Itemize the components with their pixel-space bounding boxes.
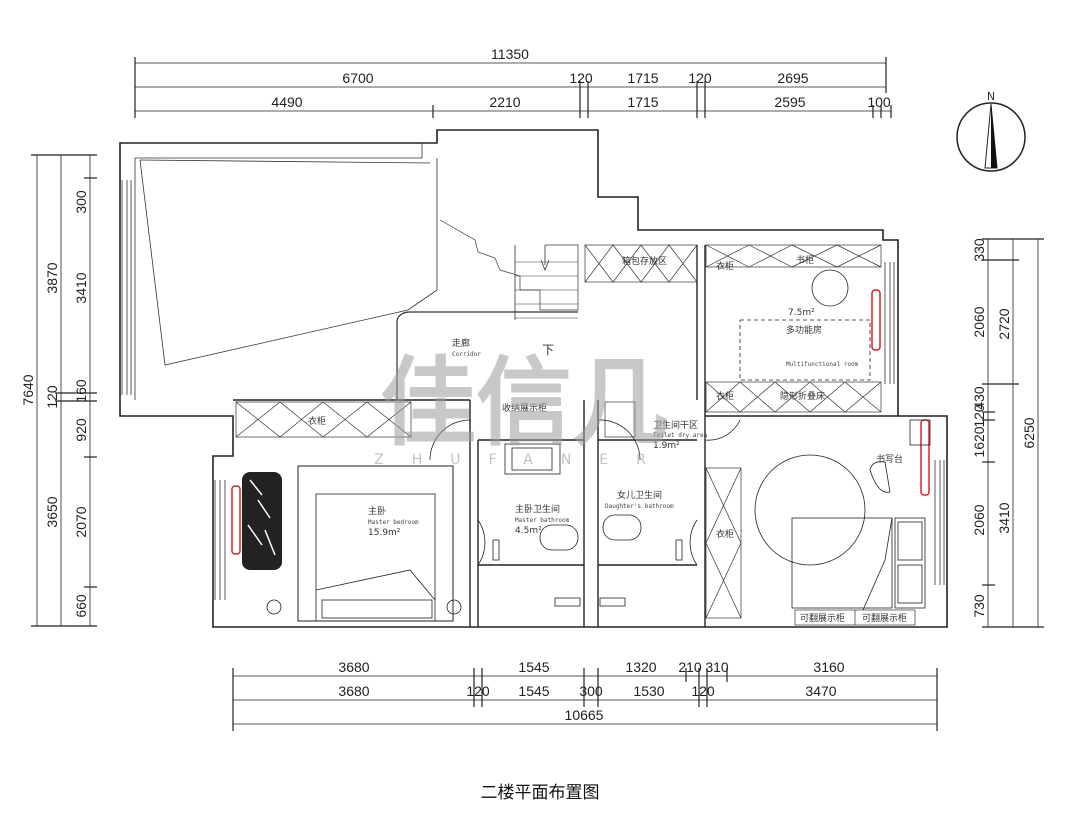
- bottom-dim-row1-a: 3680: [338, 659, 369, 675]
- label-hidden-bed: 隐形折叠床: [780, 390, 825, 402]
- top-dim-row3-b: 2210: [489, 94, 520, 110]
- top-dim-row3-c: 1715: [627, 94, 658, 110]
- label-corridor: 走廊: [452, 337, 470, 349]
- top-dim-row2-a: 6700: [342, 70, 373, 86]
- bottom-dim-row2-g: 3470: [805, 683, 836, 699]
- bottom-dim-row2-d: 300: [579, 683, 603, 699]
- label-toilet-dry: 卫生间干区: [653, 419, 698, 431]
- bottom-dim-row1-f: 3160: [813, 659, 844, 675]
- bottom-dim-row1-c: 1320: [625, 659, 656, 675]
- top-dim-overall: 11350: [491, 46, 529, 62]
- bottom-dim-row2-e: 1530: [633, 683, 664, 699]
- label-multifunction-area: 7.5m²: [788, 308, 815, 318]
- compass-north-label: N: [987, 90, 995, 103]
- right-dim-row3-c: 430: [971, 386, 987, 410]
- left-dim-overall: 7640: [20, 374, 36, 405]
- label-wardrobe-top: 衣柜: [716, 260, 734, 272]
- label-master-bathroom-en: Master bathroom: [515, 517, 570, 524]
- top-dim-row2-b: 120: [569, 70, 593, 86]
- bottom-dim-row1-d: 210: [678, 659, 702, 675]
- label-multifunction-en: Multifunctional room: [786, 361, 859, 368]
- watermark-logo-text: 佳信几: [380, 347, 668, 459]
- multifunction-furniture: [429, 269, 931, 611]
- label-wardrobe-mid: 衣柜: [716, 390, 734, 402]
- label-corridor-en: Corridor: [452, 351, 481, 358]
- bottom-dim-overall: 10665: [565, 707, 604, 723]
- label-daughter-bathroom: 女儿卫生间: [617, 489, 662, 501]
- drawing-title: 二楼平面布置图: [480, 783, 600, 803]
- label-toilet-dry-area: 1.9m²: [653, 441, 680, 451]
- top-dim-row2-e: 2695: [777, 70, 808, 86]
- top-dim-row3-e: 100: [867, 94, 891, 110]
- label-down-arrow: 下: [542, 343, 554, 357]
- label-master-bedroom-en: Master bedroom: [368, 519, 419, 526]
- left-dim-row3-f: 660: [73, 594, 89, 618]
- left-dim-row3-c: 160: [73, 379, 89, 403]
- right-dim-row3-a: 330: [971, 238, 987, 262]
- bottom-dim-row2-c: 1545: [518, 683, 549, 699]
- bathroom-fixtures: [477, 443, 698, 607]
- void-opening: [139, 158, 438, 366]
- left-dim-row2-a: 3870: [44, 262, 60, 293]
- label-wardrobe-right: 衣柜: [716, 528, 734, 540]
- cabinetry: [235, 244, 916, 626]
- label-master-bathroom: 主卧卫生间: [515, 503, 560, 515]
- staircase: [396, 219, 579, 400]
- bottom-dim-row1-e: 310: [705, 659, 729, 675]
- label-bag-storage: 箱包存放区: [622, 255, 667, 267]
- right-dim-row3-d: 120: [971, 404, 987, 428]
- right-dim-row3-b: 2060: [971, 306, 987, 337]
- bottom-dim-row1-b: 1545: [518, 659, 549, 675]
- bottom-dimensions: [232, 668, 938, 731]
- left-dim-row2-c: 3650: [44, 496, 60, 527]
- top-dimensions: [134, 57, 892, 118]
- left-dim-row3-b: 3410: [73, 272, 89, 303]
- watermark-sub-text: ZHUFANER: [374, 452, 674, 468]
- label-desk: 书写台: [876, 453, 903, 465]
- bottom-dim-row2-b: 120: [466, 683, 490, 699]
- right-dim-row2-b: 3410: [996, 502, 1012, 533]
- top-dim-row2-c: 1715: [627, 70, 658, 86]
- label-bookcase: 书柜: [796, 254, 814, 266]
- master-bedroom-furniture: [231, 465, 462, 622]
- right-dim-overall: 6250: [1021, 417, 1037, 448]
- label-master-bathroom-area: 4.5m²: [515, 526, 542, 536]
- watermark-logo: 佳信几 ZHUFANER: [374, 347, 674, 468]
- label-daughter-bathroom-en: Daughter's bathroom: [605, 503, 674, 510]
- top-dim-row3-d: 2595: [774, 94, 805, 110]
- label-wardrobe-left: 衣柜: [308, 415, 326, 427]
- label-multifunction: 多功能房: [786, 324, 822, 336]
- north-compass-icon: [956, 102, 1026, 172]
- left-dim-row3-a: 300: [73, 190, 89, 214]
- top-dim-row2-d: 120: [688, 70, 712, 86]
- label-master-bedroom-area: 15.9m²: [368, 528, 401, 538]
- right-dimensions: [982, 238, 1044, 628]
- left-dim-row3-e: 2070: [73, 506, 89, 537]
- label-master-bedroom: 主卧: [368, 505, 386, 517]
- bottom-dim-row2-f: 120: [691, 683, 715, 699]
- right-dim-row2-a: 2720: [996, 308, 1012, 339]
- left-dim-row3-d: 920: [73, 418, 89, 442]
- left-dim-row2-b: 120: [44, 385, 60, 409]
- right-dim-row3-g: 730: [971, 594, 987, 618]
- label-display-cabinet: 收纳展示柜: [502, 402, 547, 414]
- top-dim-row3-a: 4490: [271, 94, 302, 110]
- right-dim-row3-e: 1620: [971, 426, 987, 457]
- bottom-dim-row2-a: 3680: [338, 683, 369, 699]
- right-dim-row3-f: 2060: [971, 504, 987, 535]
- label-toilet-dry-en: Toilet dry area: [653, 432, 708, 439]
- label-display-1: 可翻展示柜: [800, 612, 845, 624]
- left-dimensions: [31, 154, 97, 627]
- label-display-2: 可翻展示柜: [862, 612, 907, 624]
- exterior-walls: [119, 129, 948, 628]
